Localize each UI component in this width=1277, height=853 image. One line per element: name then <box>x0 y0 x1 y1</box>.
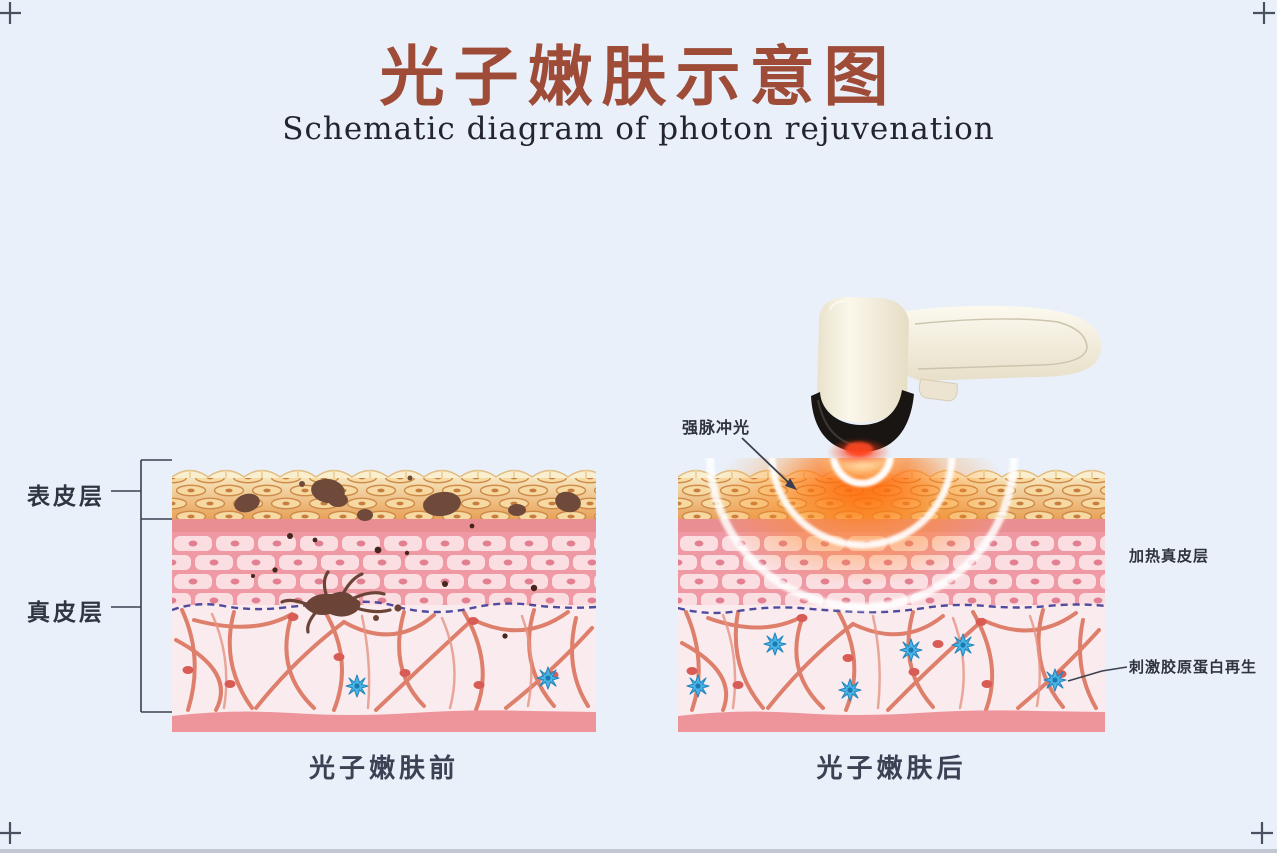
dermal-junction-dashed <box>678 603 1105 615</box>
fibroblast-star-icon <box>345 674 369 698</box>
skin-cross-section-after <box>678 458 1105 732</box>
basal-band <box>172 519 596 532</box>
fiber-junctions <box>686 614 1067 689</box>
fibroblast-star-icon <box>536 666 560 690</box>
light-wave-arcs <box>706 458 1018 611</box>
ipl-handpiece <box>811 297 1102 466</box>
label-dermis: 真皮层 <box>27 599 105 626</box>
device-handle <box>898 305 1102 381</box>
left-bracket <box>111 459 172 713</box>
bottom-edge-strip <box>0 849 1277 853</box>
page-title: 光子嫩肤示意图 <box>379 39 898 115</box>
device-head <box>817 297 909 423</box>
heat-glow <box>712 458 1012 585</box>
pigment-dots-cells <box>251 523 538 639</box>
caption-before: 光子嫩肤前 <box>308 754 459 784</box>
fiber-junctions <box>182 613 559 689</box>
label-heat-dermis: 加热真皮层 <box>1129 547 1210 565</box>
pigment-spots <box>234 475 581 521</box>
collagen-fibers <box>680 608 1101 712</box>
label-collagen-regen: 刺激胶原蛋白再生 <box>1129 658 1258 676</box>
skin-cross-section-before <box>172 469 596 732</box>
device-button <box>918 378 958 402</box>
dermal-junction-dashed <box>172 600 596 614</box>
label-ipl-pulse: 强脉冲光 <box>682 418 751 437</box>
subcutis-band <box>678 710 1105 732</box>
melanocyte-spider <box>280 570 402 634</box>
collagen-pointer-line <box>1067 666 1128 682</box>
subcutis-band <box>172 710 596 732</box>
collagen-fibers <box>174 608 594 712</box>
page-subtitle: Schematic diagram of photon rejuvenation <box>282 111 995 147</box>
caption-after: 光子嫩肤后 <box>816 754 967 784</box>
label-epidermis: 表皮层 <box>27 483 105 510</box>
ipl-arrow <box>741 437 797 490</box>
